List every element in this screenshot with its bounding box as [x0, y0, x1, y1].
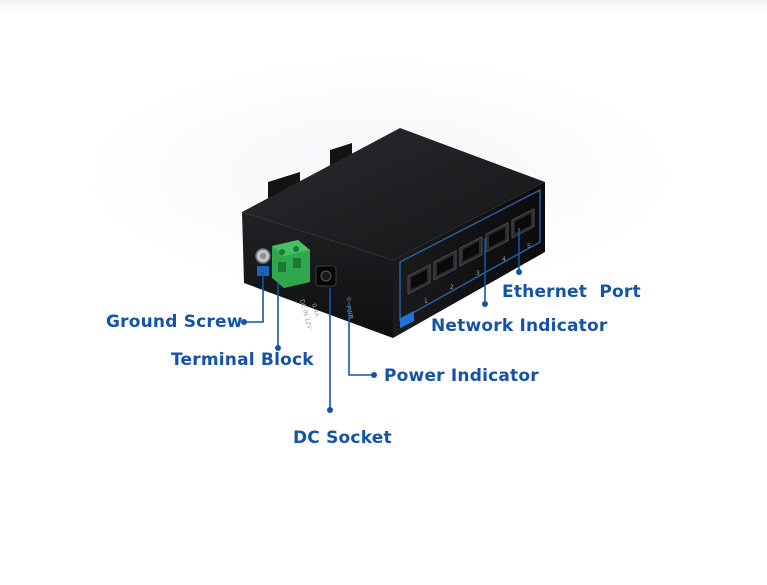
port-number-2: 2: [450, 284, 454, 291]
dot-network-indicator: [482, 301, 488, 307]
leader-ground-screw: [246, 272, 264, 323]
network-leds: [400, 311, 414, 329]
leader-power-indicator: [348, 302, 372, 376]
rj45-port-3: [459, 236, 483, 267]
leader-dots: [241, 269, 522, 413]
callout-ethernet-port: Ethernet Port: [502, 282, 641, 302]
dot-ethernet-port: [516, 269, 522, 275]
top-fade: [0, 0, 767, 12]
callout-network-indicator: Network Indicator: [431, 316, 608, 336]
leader-lines: [246, 228, 520, 408]
dc-socket: [315, 265, 337, 287]
callout-terminal-block: Terminal Block: [171, 350, 314, 370]
callout-power-indicator: Power Indicator: [384, 366, 539, 386]
power-led: [346, 296, 352, 302]
dot-terminal-block: [275, 345, 281, 351]
ground-screw: [255, 248, 271, 276]
dot-power-indicator: [371, 372, 377, 378]
rj45-port-1: [407, 264, 431, 295]
port-face-trim: [399, 188, 541, 322]
terminal-block: [272, 240, 310, 288]
port-number-4: 4: [502, 256, 506, 263]
port-number-3: 3: [476, 270, 480, 277]
dot-dc-socket: [327, 407, 333, 413]
port-number-5: 5: [527, 243, 531, 250]
switch-top-face: [242, 128, 545, 260]
port-number-1: 1: [424, 298, 428, 305]
callout-dc-socket: DC Socket: [293, 428, 392, 448]
ethernet-ports: [407, 208, 535, 295]
dc-current-label: 0.4A: [310, 303, 321, 319]
callout-ground-screw: Ground Screw: [106, 312, 243, 332]
rj45-port-2: [433, 250, 457, 281]
dot-ground-screw: [241, 319, 247, 325]
rj45-port-4: [485, 222, 509, 253]
